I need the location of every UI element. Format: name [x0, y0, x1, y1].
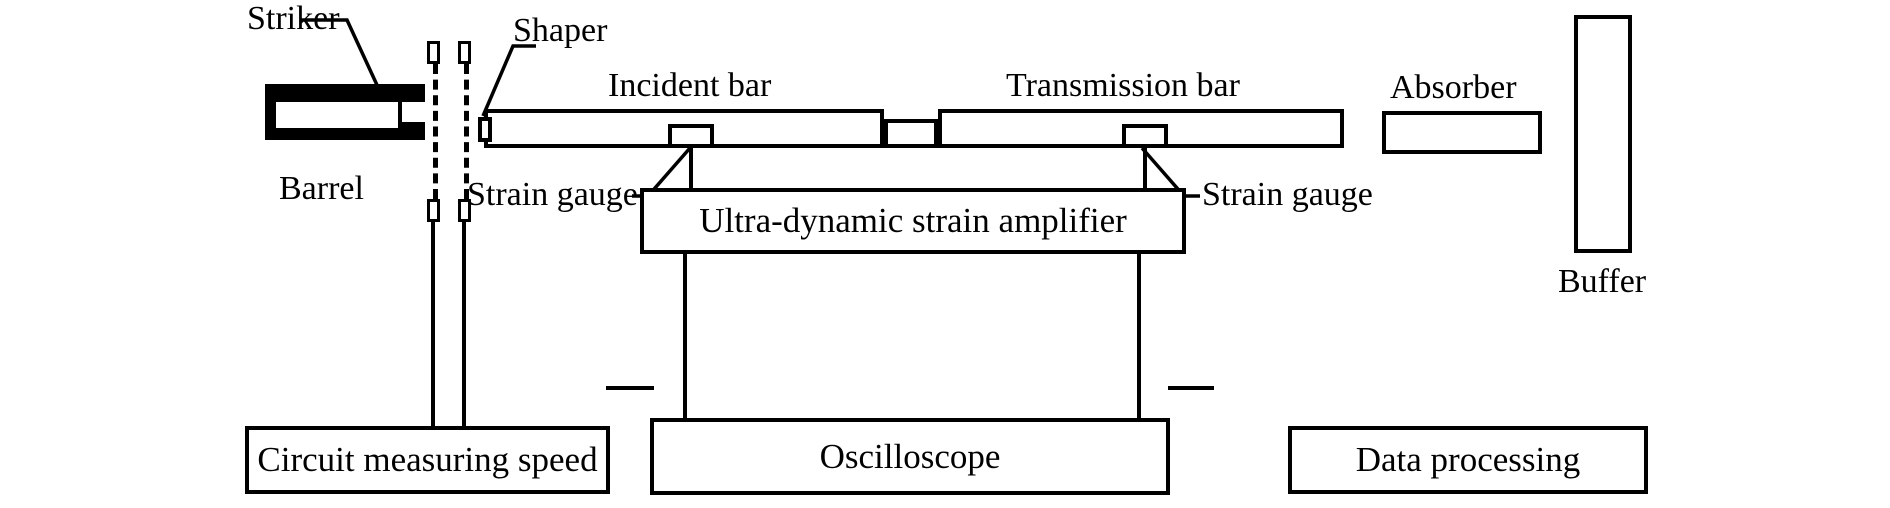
velocity-gate-1-beam [433, 64, 438, 199]
shaper [478, 117, 492, 142]
velocity-gate-2-wire [462, 220, 466, 438]
label-incident-bar: Incident bar [608, 67, 772, 104]
label-transmission-bar: Transmission bar [1006, 67, 1240, 104]
wire-gauge-transmission-to-amplifier [1143, 146, 1147, 188]
label-shaper: Shaper [513, 12, 608, 49]
label-strain-gauge-right: Strain gauge [1202, 176, 1373, 213]
oscilloscope-box[interactable]: Oscilloscope [650, 418, 1170, 495]
circuit-measuring-speed-box[interactable]: Circuit measuring speed [245, 426, 610, 494]
velocity-gate-1-emitter [427, 41, 440, 64]
data-processing-box[interactable]: Data processing [1288, 426, 1648, 494]
absorber [1382, 111, 1542, 154]
wire-gauge-incident-to-amplifier [689, 146, 693, 188]
amplifier-box[interactable]: Ultra-dynamic strain amplifier [640, 188, 1186, 254]
label-striker: Striker [247, 0, 340, 37]
label-strain-gauge-left: Strain gauge [467, 176, 638, 213]
velocity-gate-1-receiver [427, 199, 440, 222]
link-circuit-to-oscilloscope [606, 386, 654, 390]
strain-gauge-incident [668, 124, 714, 148]
label-absorber: Absorber [1390, 69, 1517, 106]
velocity-gate-2-emitter [458, 41, 471, 64]
buffer [1574, 15, 1632, 253]
label-buffer: Buffer [1558, 263, 1647, 300]
striker-bar [272, 98, 402, 132]
velocity-gate-1-wire [431, 220, 435, 438]
velocity-gate-2-beam [464, 64, 469, 199]
specimen [884, 119, 938, 148]
wire-amplifier-to-oscilloscope-right [1137, 253, 1141, 438]
wire-amplifier-to-oscilloscope-left [683, 253, 687, 438]
link-oscilloscope-to-data-processing [1168, 386, 1214, 390]
label-barrel: Barrel [279, 170, 364, 207]
leader-shaper [481, 44, 536, 117]
strain-gauge-transmission [1122, 124, 1168, 148]
